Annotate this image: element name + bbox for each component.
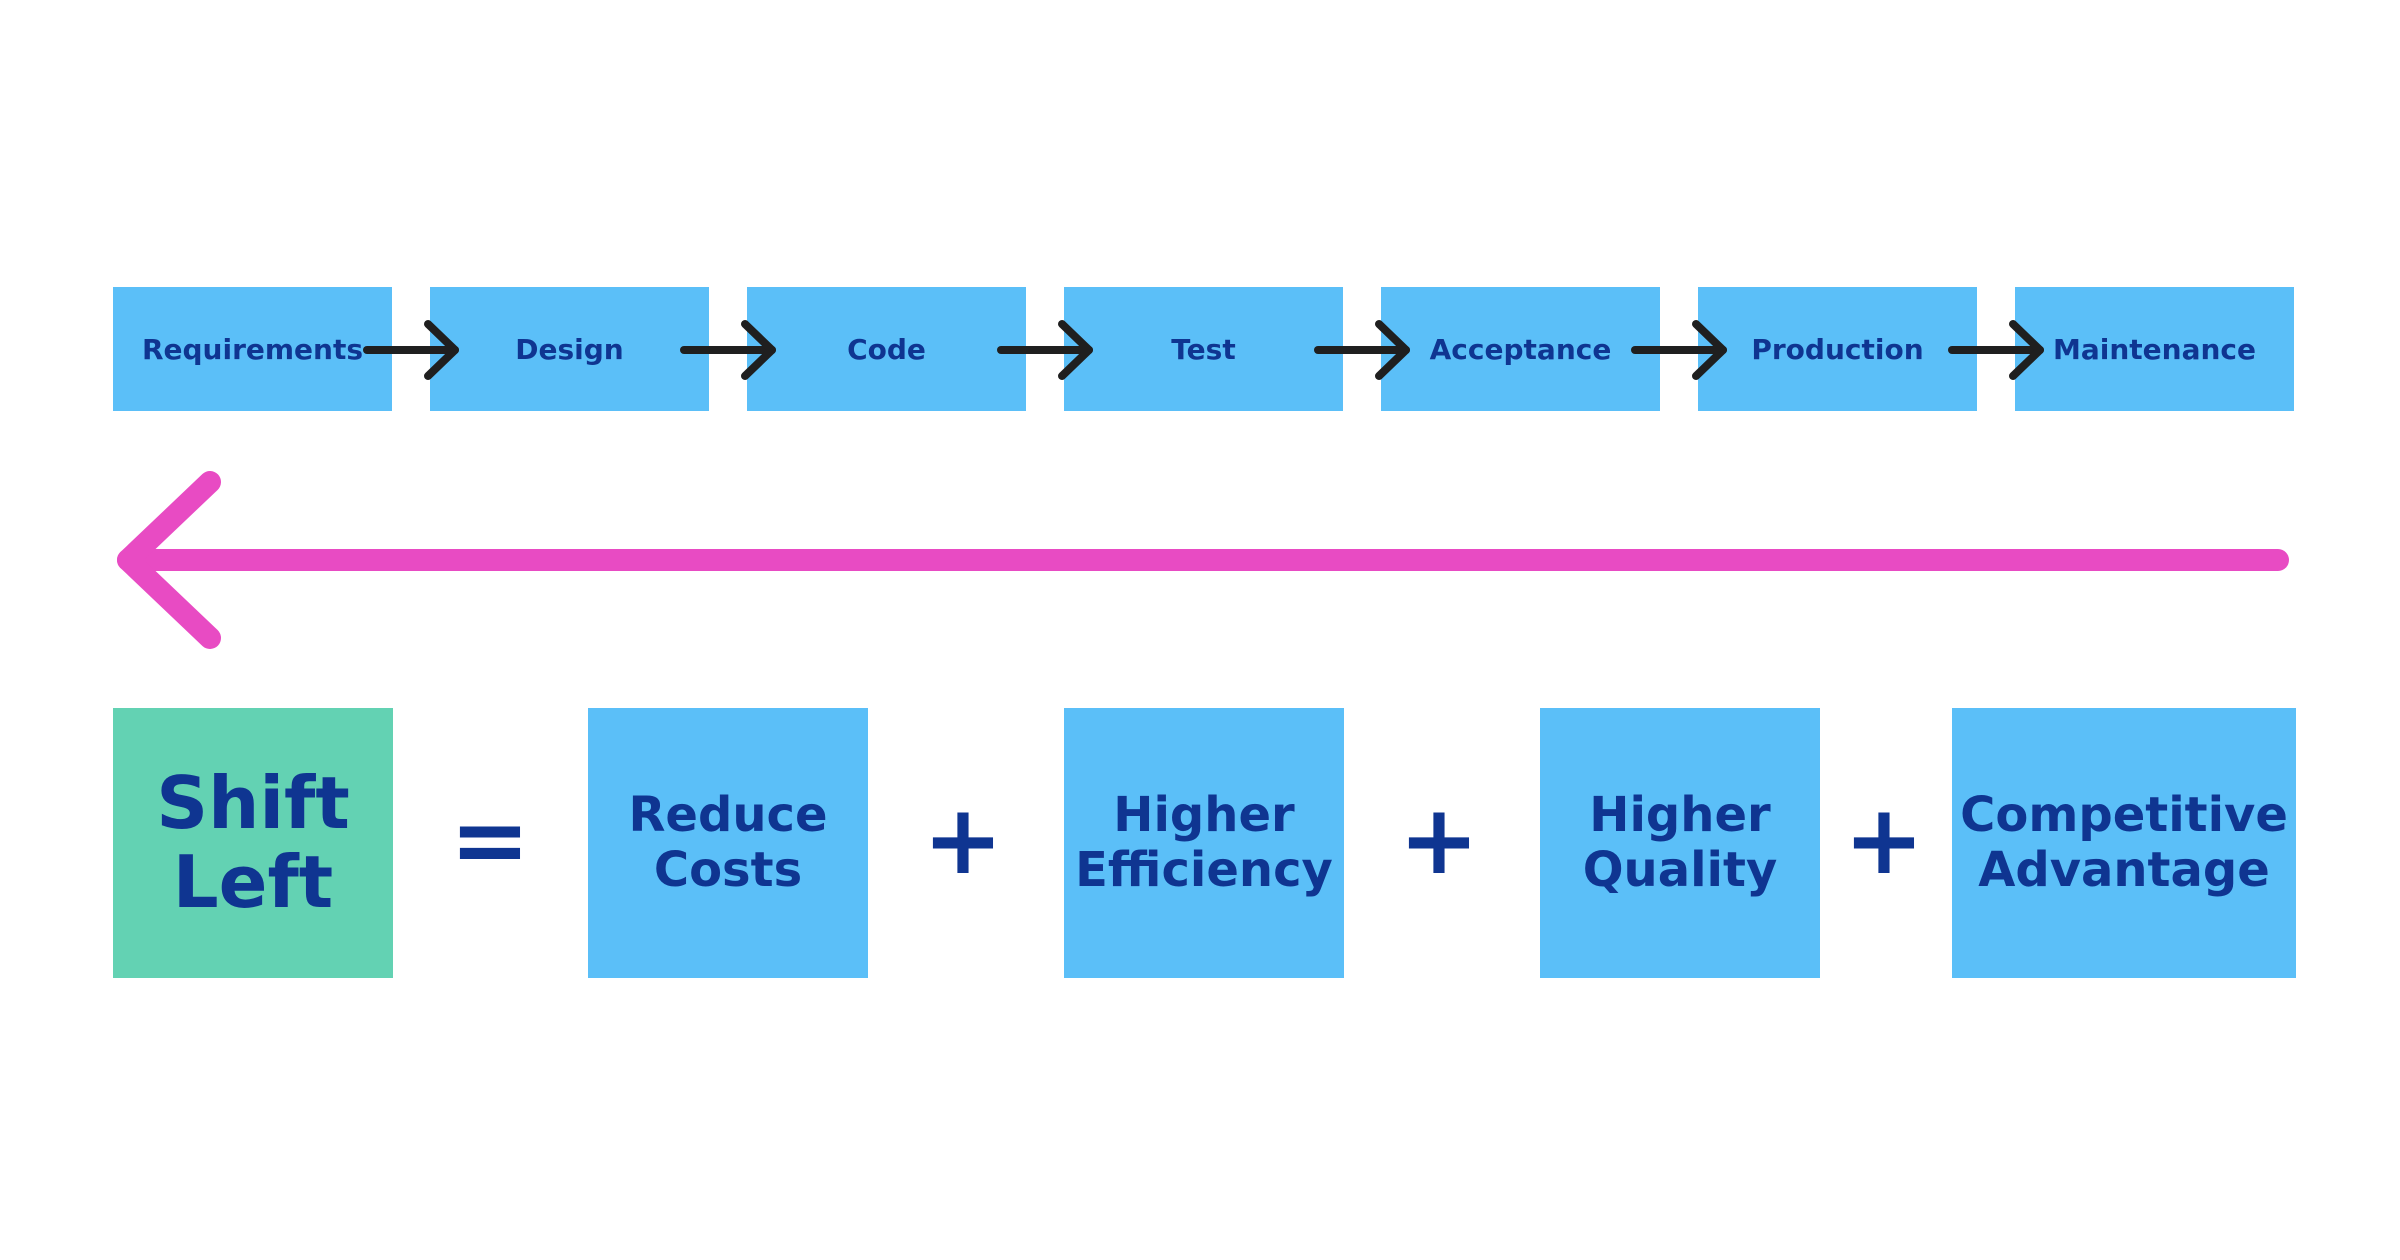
plus-sign: +	[1398, 784, 1480, 896]
benefit-reduce-costs: Reduce Costs	[588, 708, 868, 978]
benefit-label: Reduce Costs	[628, 786, 828, 898]
benefit-competitive-advantage: Competitive Advantage	[1952, 708, 2296, 978]
stage-label: Maintenance	[2052, 332, 2256, 366]
stage-label: Test	[1171, 332, 1236, 366]
stage-acceptance: Acceptance	[1381, 287, 1660, 411]
benefit-label: Higher Efficiency	[1075, 786, 1333, 898]
plus-sign: +	[1843, 784, 1925, 896]
stage-maintenance: Maintenance	[2015, 287, 2294, 411]
benefit-higher-quality: Higher Quality	[1540, 708, 1820, 978]
equals-sign: =	[449, 784, 531, 896]
shift-left-box: Shift Left	[113, 708, 393, 978]
arrow-left-icon	[117, 471, 2289, 649]
stage-label: Production	[1751, 332, 1924, 366]
stage-test: Test	[1064, 287, 1343, 411]
plus-sign: +	[922, 784, 1004, 896]
benefit-label: Higher Quality	[1582, 786, 1778, 898]
stage-label: Design	[515, 332, 624, 366]
stage-requirements: Requirements	[113, 287, 392, 411]
benefit-higher-efficiency: Higher Efficiency	[1064, 708, 1344, 978]
stage-production: Production	[1698, 287, 1977, 411]
shift-left-label: Shift Left	[156, 760, 350, 924]
stage-design: Design	[430, 287, 709, 411]
stage-label: Code	[847, 332, 926, 366]
stage-label: Requirements	[141, 332, 364, 366]
stage-code: Code	[747, 287, 1026, 411]
stage-label: Acceptance	[1429, 332, 1612, 366]
benefit-label: Competitive Advantage	[1960, 786, 2288, 898]
